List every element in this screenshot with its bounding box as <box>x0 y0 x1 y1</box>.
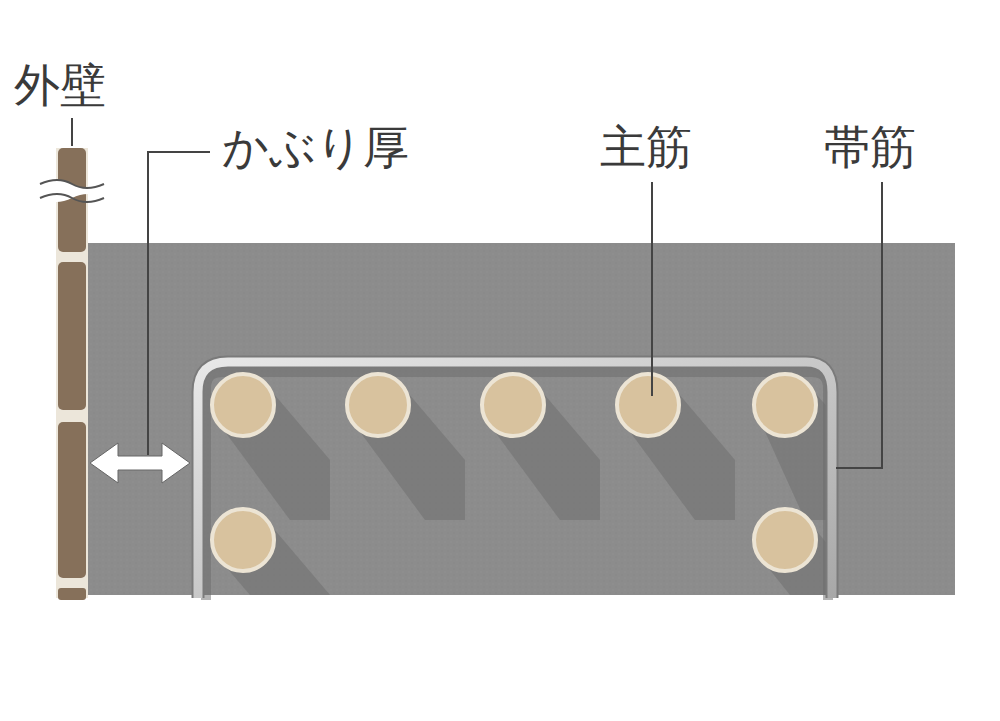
stirrup-highlight <box>198 362 832 598</box>
cover-label: かぶり厚 <box>222 124 409 170</box>
exterior-wall <box>40 148 104 600</box>
leader-lines <box>72 118 882 468</box>
stirrup <box>198 362 832 598</box>
main-rebars <box>212 374 816 571</box>
stirrup-label: 帯筋 <box>824 124 916 170</box>
cover-arrow <box>90 443 190 483</box>
main-rebar-label: 主筋 <box>600 124 692 170</box>
wall-label: 外壁 <box>14 62 106 108</box>
